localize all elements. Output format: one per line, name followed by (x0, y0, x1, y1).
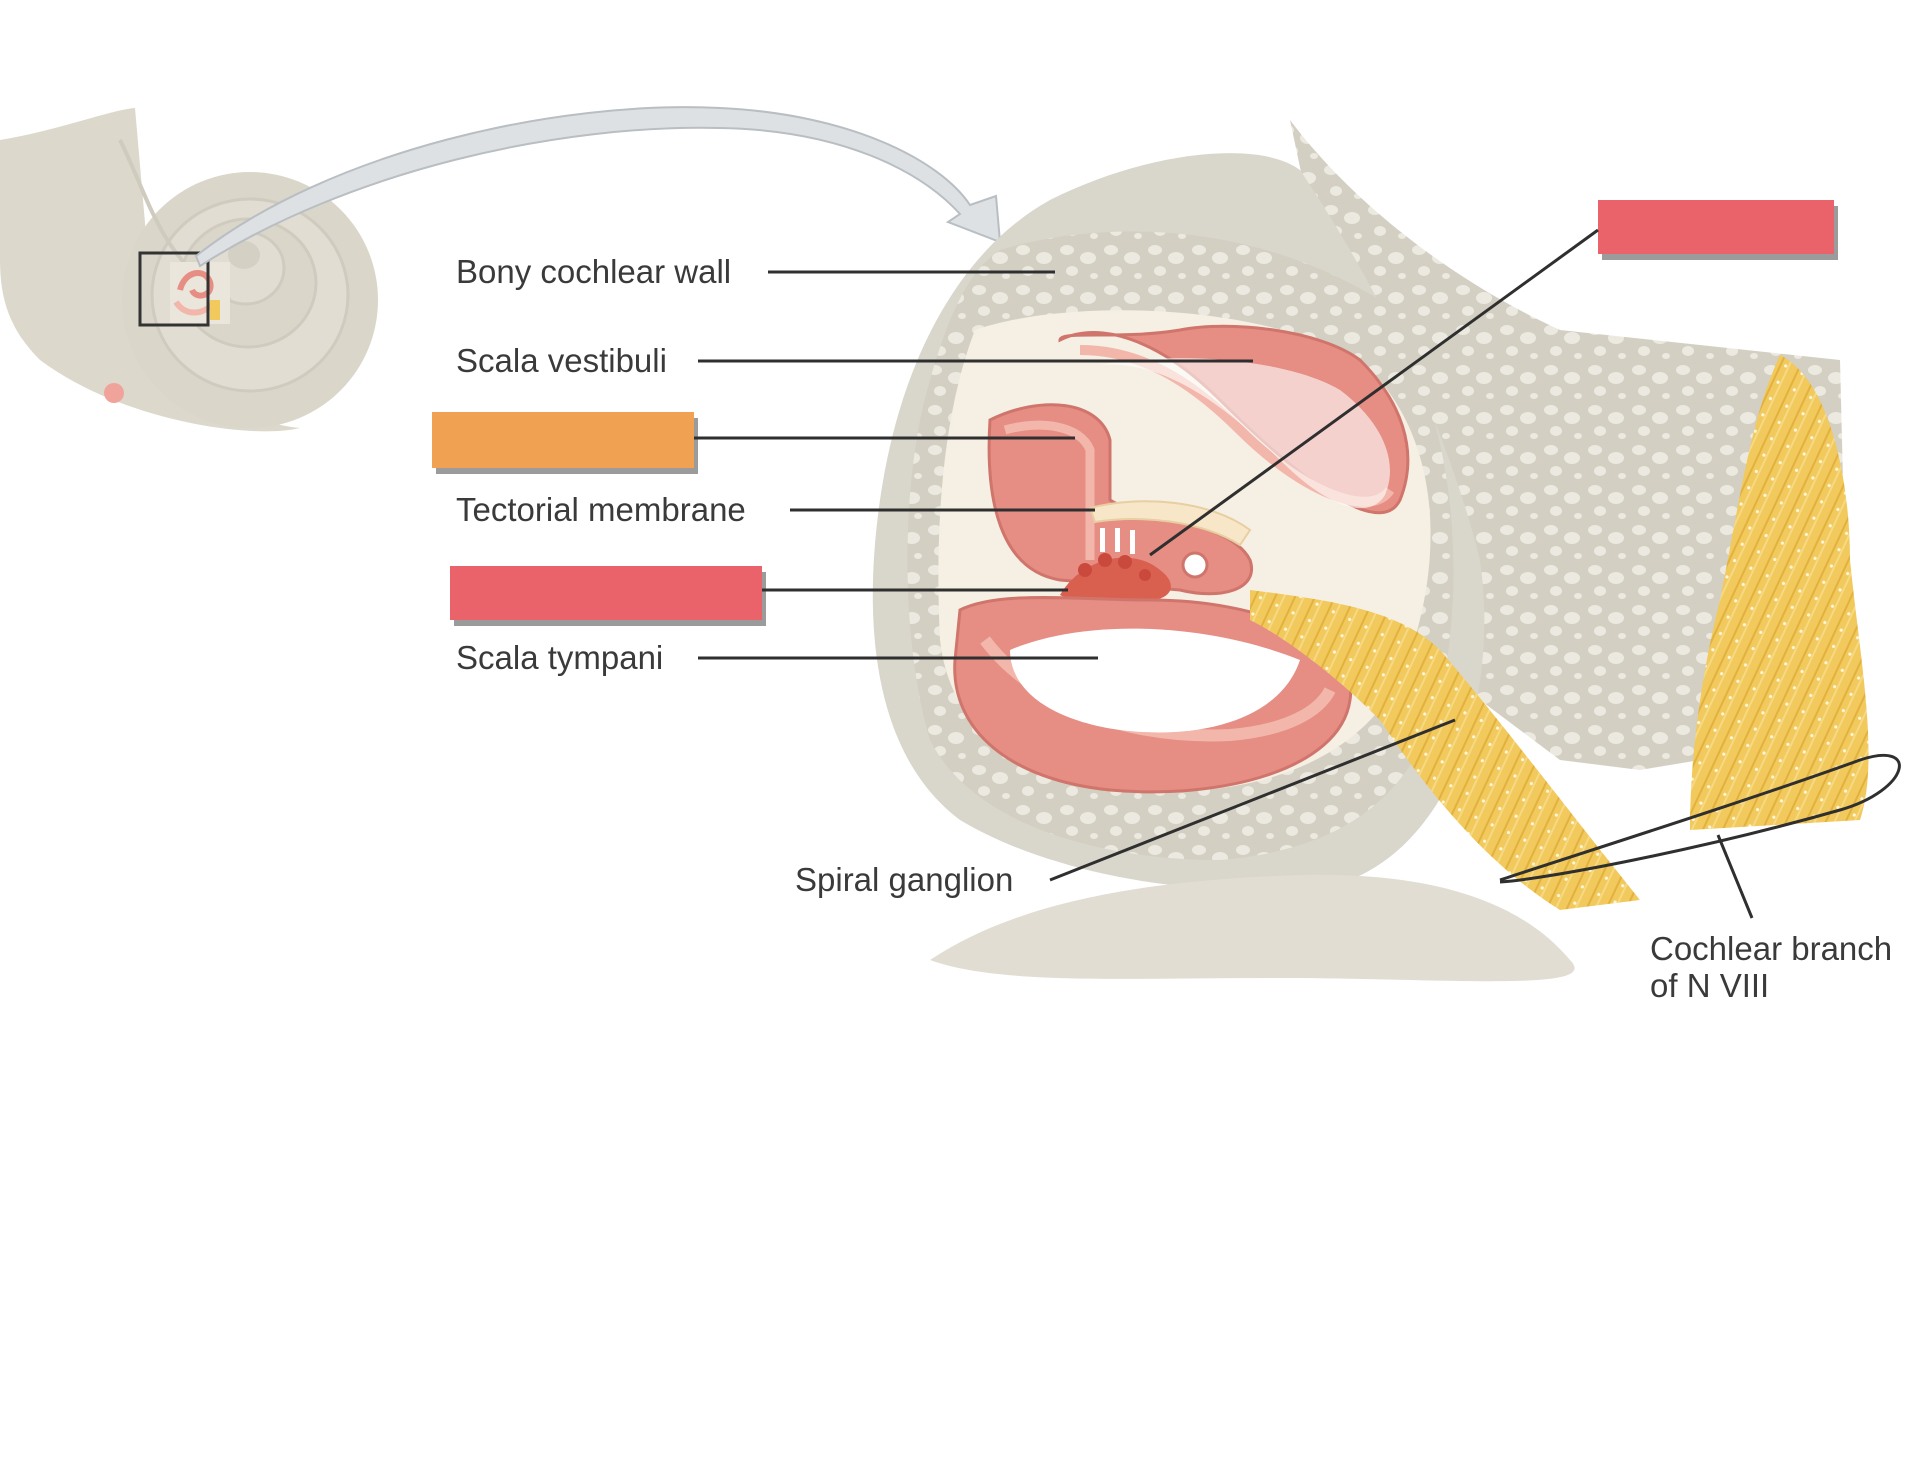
label-cochlear-branch-line1: Cochlear branch (1650, 930, 1892, 967)
blank-label-top-right[interactable] (1598, 200, 1838, 260)
cochlea-section (872, 120, 1869, 982)
leader-top-right-blank (1149, 228, 1599, 557)
overview-cutout (170, 262, 230, 324)
organ-of-corti (1060, 528, 1209, 600)
label-scala-tympani: Scala tympani (456, 639, 663, 676)
overview-cochlea (0, 108, 378, 432)
label-spiral-ganglion: Spiral ganglion (795, 861, 1013, 898)
blank-label-lower-left[interactable] (450, 566, 766, 626)
label-scala-vestibuli: Scala vestibuli (456, 342, 667, 379)
zoom-arrow (194, 106, 1002, 268)
overview-highlight-box (138, 251, 210, 327)
leader-spiral-ganglion (1049, 718, 1456, 882)
blank-label-middle-left[interactable] (432, 412, 698, 474)
label-cochlear-branch-line2: of N VIII (1650, 967, 1769, 1004)
leader-cochlear-branch-loop (1499, 753, 1901, 884)
label-tectorial-membrane: Tectorial membrane (456, 491, 746, 528)
leader-cochlear-branch (1716, 834, 1754, 919)
label-bony-cochlear-wall: Bony cochlear wall (456, 253, 731, 290)
